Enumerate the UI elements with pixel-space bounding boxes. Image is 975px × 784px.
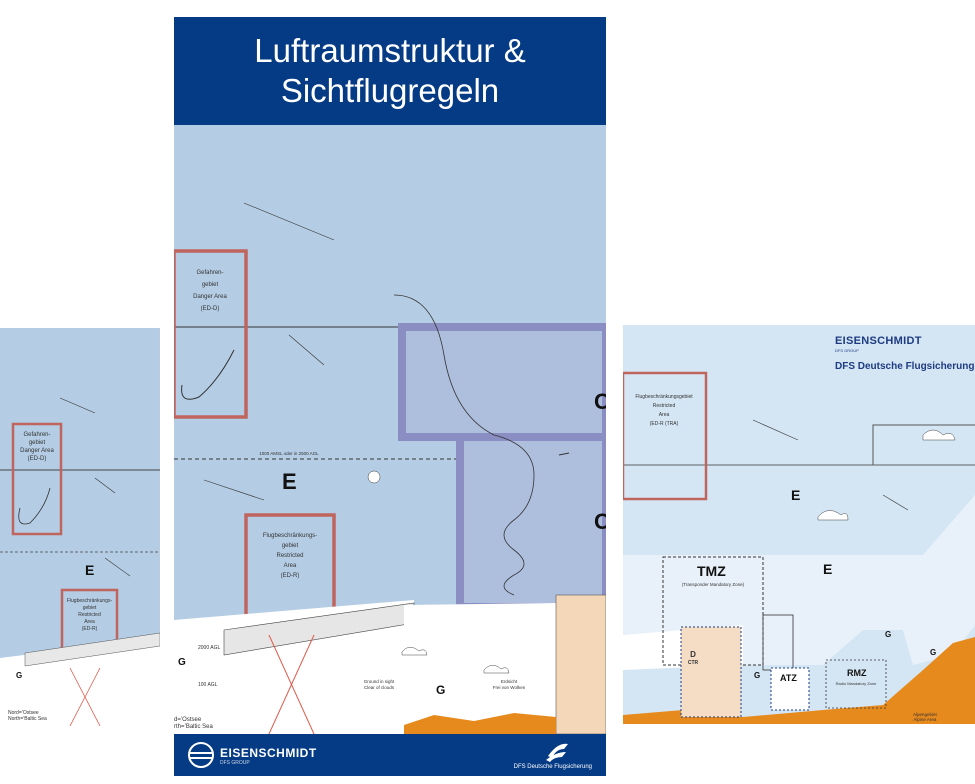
right-tmz-sub: (Transponder Mandatory Zone) bbox=[681, 582, 745, 587]
center-airspace-g-1: G bbox=[178, 657, 186, 668]
poster-title-band: Luftraumstruktur & Sichtflugregeln bbox=[174, 17, 606, 125]
center-restricted-line-1: Flugbeschränkungs- bbox=[262, 533, 318, 539]
left-restricted-label: Flugbeschränkungs- gebiet Restricted Are… bbox=[62, 598, 117, 633]
center-airspace-g-2: G bbox=[436, 683, 446, 697]
eisenschmidt-logo-right: EISENSCHMIDT bbox=[835, 335, 922, 347]
center-note-clear: Erdsicht Frei von Wolken bbox=[484, 679, 534, 691]
center-sea-line-2: rth=’Baltic Sea bbox=[174, 724, 213, 730]
center-danger-line-1: Gefahren- bbox=[196, 270, 224, 276]
left-restricted-line-3: Restricted bbox=[78, 612, 101, 618]
center-agl-2000: 2000 AGL bbox=[198, 645, 221, 651]
right-restricted-label: Flugbeschränkungsgebiet Restricted Area … bbox=[625, 393, 703, 429]
right-rmz-sub: Radio Mandatory Zone bbox=[835, 681, 877, 686]
right-atz-label: ATZ bbox=[780, 673, 797, 683]
left-danger-line-4: (ED-D) bbox=[27, 456, 47, 462]
center-danger-line-3: Danger Area bbox=[193, 294, 227, 300]
left-danger-label: Gefahren- gebiet Danger Area (ED-D) bbox=[15, 431, 59, 463]
right-airspace-g-2: G bbox=[885, 630, 892, 639]
left-airspace-g: G bbox=[16, 671, 23, 680]
center-note-line-4: Frei von Wolken bbox=[492, 685, 526, 690]
left-restricted-line-1: Flugbeschränkungs- bbox=[66, 598, 113, 604]
center-danger-line-4: (ED-D) bbox=[200, 306, 220, 312]
center-danger-line-2: gebiet bbox=[201, 282, 219, 288]
eisenschmidt-logo-text: EISENSCHMIDT bbox=[220, 746, 317, 760]
center-sea-line-1: d=’Ostsee bbox=[174, 717, 202, 723]
dfs-footer-text: DFS Deutsche Flugsicherung bbox=[513, 764, 592, 770]
right-ctr-letters: CTR bbox=[687, 660, 699, 666]
center-note-ground: Ground in sight Clear of clouds bbox=[354, 679, 404, 691]
center-note-line-1: Ground in sight bbox=[363, 679, 395, 684]
right-restricted-line-4: (ED-R (TRA) bbox=[649, 421, 679, 427]
right-alpine-line-2: Alpine Area bbox=[913, 717, 937, 722]
center-poster-preview[interactable]: Luftraumstruktur & Sichtflugregeln Gefah… bbox=[174, 17, 606, 776]
center-restricted-line-5: (ED-R) bbox=[280, 573, 300, 579]
right-poster-illustration bbox=[623, 325, 975, 724]
right-restricted-line-1: Flugbeschränkungsgebiet bbox=[635, 394, 693, 400]
center-agl-100: 100 AGL bbox=[198, 682, 218, 688]
center-airspace-c-2: C bbox=[594, 509, 606, 534]
eisenschmidt-logo-icon bbox=[188, 742, 214, 768]
center-altitude-line-label: 1000 AMSL oder in 2500 AGL bbox=[259, 451, 319, 456]
right-restricted-line-3: Area bbox=[658, 412, 670, 418]
right-d-letter: D bbox=[690, 650, 696, 659]
right-alpine-line-1: Alpengebiet bbox=[913, 712, 937, 717]
eisenschmidt-logo-sub: DFS GROUP bbox=[220, 760, 250, 766]
right-rmz-label: RMZ bbox=[847, 668, 867, 678]
dfs-logo-icon bbox=[546, 743, 568, 762]
center-restricted-line-3: Restricted bbox=[276, 553, 304, 559]
right-tmz-label: TMZ bbox=[697, 563, 726, 579]
left-poster-illustration bbox=[0, 328, 160, 726]
right-restricted-line-2: Restricted bbox=[652, 403, 676, 409]
left-restricted-line-5: (ED-R) bbox=[81, 626, 98, 632]
right-airspace-g-1: G bbox=[754, 671, 761, 680]
poster-footer-band: EISENSCHMIDT DFS GROUP DFS Deutsche Flug… bbox=[174, 734, 606, 776]
eisenschmidt-sub-right: DFS GROUP bbox=[835, 348, 859, 353]
center-sea-label: d=’Ostsee rth=’Baltic Sea bbox=[174, 717, 213, 731]
center-poster-illustration bbox=[174, 125, 606, 734]
left-poster-preview[interactable]: Gefahren- gebiet Danger Area (ED-D) E Fl… bbox=[0, 328, 160, 726]
right-airspace-e-upper: E bbox=[791, 487, 801, 503]
center-restricted-line-4: Area bbox=[283, 563, 297, 569]
dfs-logo-right: DFS Deutsche Flugsicherung bbox=[835, 361, 975, 372]
center-note-line-2: Clear of clouds bbox=[363, 685, 394, 690]
center-danger-label: Gefahren- gebiet Danger Area (ED-D) bbox=[176, 267, 244, 315]
right-airspace-g-3: G bbox=[930, 648, 937, 657]
left-sea-line-1: Nord=’Ostsee bbox=[8, 710, 39, 716]
left-danger-line-3: Danger Area bbox=[20, 448, 54, 454]
left-danger-line-2: gebiet bbox=[28, 440, 46, 446]
right-d-ctr: D CTR bbox=[685, 651, 701, 667]
poster-title: Luftraumstruktur & Sichtflugregeln bbox=[254, 32, 526, 109]
left-sea-line-2: North=’Baltic Sea bbox=[8, 716, 47, 722]
center-airspace-e: E bbox=[282, 469, 297, 494]
right-airspace-e-lower: E bbox=[823, 561, 833, 577]
center-restricted-line-2: gebiet bbox=[281, 543, 299, 549]
left-sea-label: Nord=’Ostsee North=’Baltic Sea bbox=[8, 710, 47, 722]
right-alpine-label: Alpengebiet Alpine Area bbox=[913, 712, 937, 722]
center-note-line-3: Erdsicht bbox=[500, 679, 518, 684]
center-airspace-c-1: C bbox=[594, 389, 606, 414]
left-restricted-line-2: gebiet bbox=[82, 605, 97, 611]
left-airspace-e: E bbox=[85, 562, 95, 578]
left-danger-line-1: Gefahren- bbox=[23, 432, 51, 438]
right-poster-preview[interactable]: EISENSCHMIDT DFS GROUP DFS Deutsche Flug… bbox=[623, 325, 975, 724]
center-restricted-label: Flugbeschränkungs- gebiet Restricted Are… bbox=[248, 531, 332, 581]
left-restricted-line-4: Area bbox=[84, 619, 95, 625]
